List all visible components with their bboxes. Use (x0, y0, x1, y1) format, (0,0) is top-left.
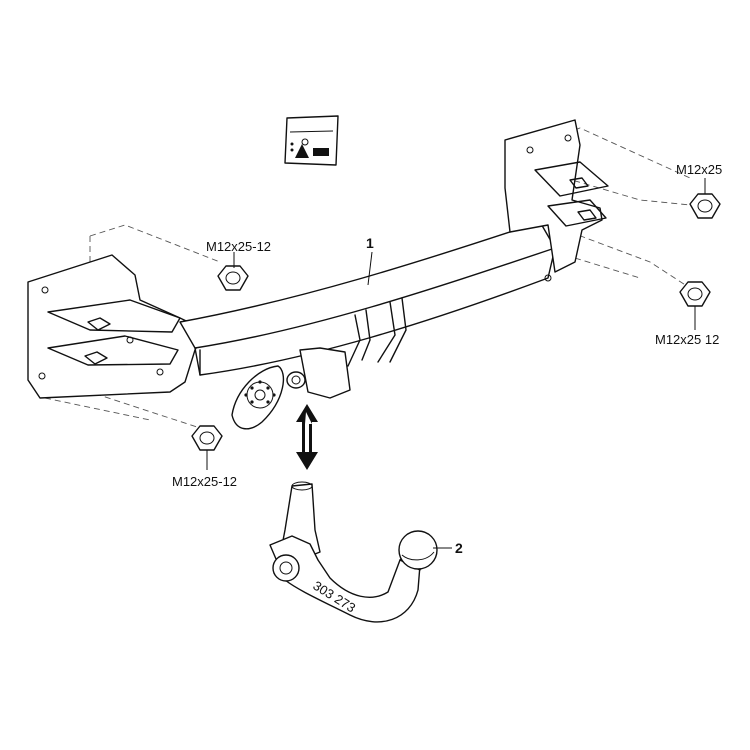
nut-label-top-left: M12x25-12 (206, 239, 271, 254)
right-mounting-bracket (504, 119, 609, 282)
left-mounting-bracket (27, 254, 206, 399)
receiver-socket (286, 297, 407, 399)
tow-ball-neck (269, 481, 438, 623)
up-down-arrow-icon (296, 404, 318, 470)
part-number-2: 2 (455, 540, 463, 556)
socket-plate (231, 365, 285, 430)
hex-nut-icon (689, 193, 721, 219)
nut-label-right: M12x25 12 (655, 332, 719, 347)
hex-nut-icon (191, 425, 223, 451)
hex-nut-icon (679, 281, 711, 307)
part-number-1: 1 (366, 235, 374, 251)
hex-nut-icon (217, 265, 249, 291)
warning-sticker-icon (284, 115, 339, 166)
leader-lines (206, 178, 706, 549)
nut-label-bottom-left: M12x25-12 (172, 474, 237, 489)
nut-label-top-right: M12x25 (676, 162, 722, 177)
